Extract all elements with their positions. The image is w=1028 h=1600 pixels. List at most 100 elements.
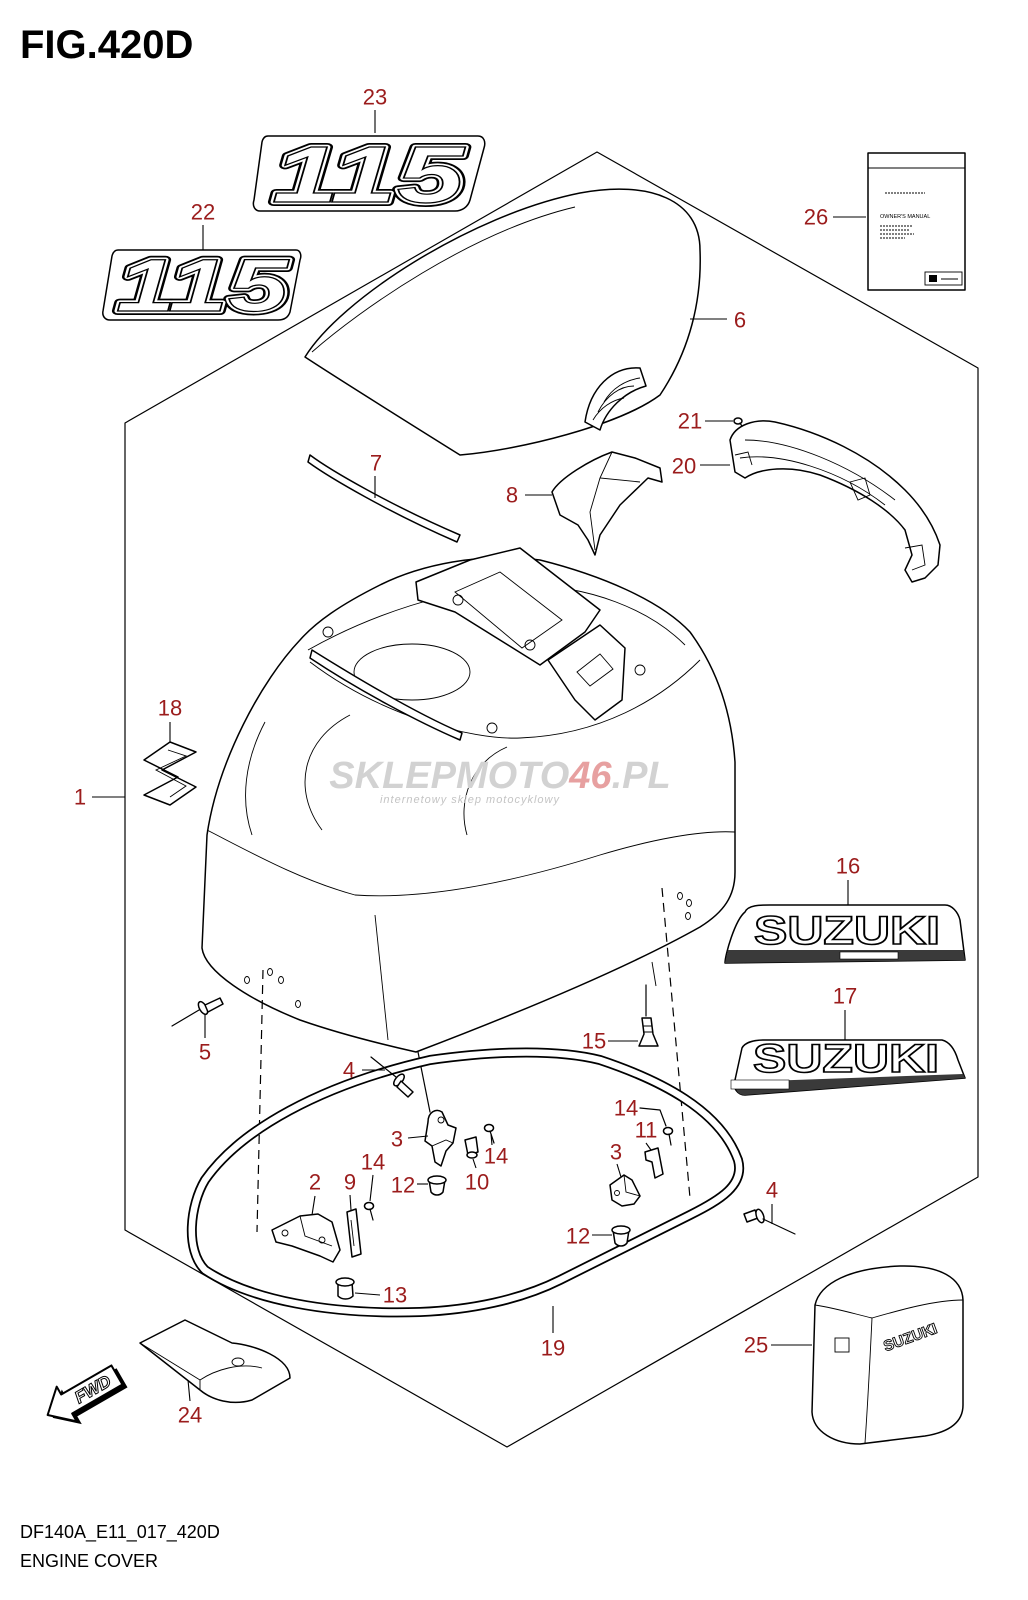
part-7-strip bbox=[307, 454, 461, 543]
decal-outline bbox=[724, 904, 966, 964]
cover-contour bbox=[245, 721, 266, 836]
watermark-number: 46 bbox=[568, 755, 612, 797]
part-26-owners-manual: OWNER'S MANUAL bbox=[867, 152, 966, 291]
handle-mount bbox=[904, 544, 926, 571]
grommet-flange bbox=[611, 1225, 631, 1235]
small-cover-edge bbox=[589, 477, 601, 551]
part-6-top-cover bbox=[304, 188, 701, 456]
callout-14-left: 14 bbox=[361, 1150, 385, 1175]
vent-slot bbox=[592, 397, 625, 421]
part-2-bracket bbox=[271, 1213, 341, 1263]
callout-6: 6 bbox=[734, 308, 746, 333]
callout-10: 10 bbox=[465, 1170, 489, 1195]
part-15-clip bbox=[638, 1017, 659, 1047]
pad-hole bbox=[231, 1357, 245, 1367]
part-22-decal-115: 115 115 115 bbox=[102, 240, 302, 331]
bag-fold bbox=[864, 1317, 873, 1444]
assembly-frame bbox=[124, 151, 979, 1448]
decal-logo-mark bbox=[730, 1079, 790, 1090]
part-13-grommet bbox=[335, 1277, 355, 1300]
plate-slot bbox=[350, 1219, 355, 1247]
part-3-bracket-right bbox=[609, 1174, 641, 1207]
decal-outline bbox=[252, 135, 486, 212]
screw-head bbox=[363, 1201, 375, 1211]
fastener-hole bbox=[267, 968, 273, 976]
bag-top-edge bbox=[814, 1299, 964, 1319]
callout-4-right: 4 bbox=[766, 1178, 778, 1203]
leader-2 bbox=[311, 1195, 316, 1216]
leader-14-mid bbox=[490, 1133, 493, 1146]
cover-deck-edge bbox=[309, 659, 701, 739]
decal-text: 115 bbox=[272, 130, 466, 219]
figure-title: FIG.420D bbox=[20, 23, 193, 67]
decal-text-gap: 115 bbox=[272, 130, 466, 219]
callout-3-right: 3 bbox=[610, 1140, 622, 1165]
decal-stripe bbox=[735, 1074, 965, 1095]
manual-title: OWNER'S MANUAL bbox=[880, 214, 930, 220]
emblem-shape bbox=[143, 741, 197, 806]
part-5-rivet bbox=[171, 997, 224, 1027]
callout-14-mid: 14 bbox=[484, 1144, 508, 1169]
callout-15: 15 bbox=[582, 1029, 606, 1054]
watermark-brand: SKLEPMOTO bbox=[329, 755, 569, 797]
leader-lines bbox=[92, 110, 866, 1402]
callout-16: 16 bbox=[836, 854, 860, 879]
collar-end bbox=[466, 1151, 478, 1159]
screw-head bbox=[483, 1123, 495, 1133]
cover-groove bbox=[309, 649, 463, 741]
part-11-clip bbox=[644, 1147, 664, 1179]
callout-19: 19 bbox=[541, 1336, 565, 1361]
decal-outline bbox=[102, 249, 302, 321]
arrow-body bbox=[46, 1364, 124, 1423]
breather-chimney bbox=[547, 624, 626, 721]
callout-21: 21 bbox=[678, 409, 702, 434]
part-12-grommet-right bbox=[611, 1225, 631, 1247]
bracket-shape bbox=[424, 1109, 457, 1167]
callout-26: 26 bbox=[804, 205, 828, 230]
bracket-shape bbox=[271, 1213, 341, 1263]
leader-11 bbox=[645, 1142, 652, 1151]
screw-shank bbox=[489, 1130, 495, 1144]
callouts: 23 22 26 6 21 7 20 8 18 1 16 17 5 15 4 1… bbox=[74, 85, 860, 1428]
callout-24: 24 bbox=[178, 1403, 202, 1428]
figure-code: DF140A_E11_017_420D bbox=[20, 1522, 220, 1543]
screw-shank bbox=[668, 1133, 672, 1146]
collar-shape bbox=[464, 1136, 479, 1156]
decal-text: 115 bbox=[116, 244, 291, 327]
handle-shape bbox=[729, 420, 941, 583]
watermark-text: SKLEPMOTO46.PL bbox=[329, 755, 670, 797]
part-12-grommet-left bbox=[427, 1175, 447, 1196]
callout-20: 20 bbox=[672, 454, 696, 479]
part-14-screw-b bbox=[363, 1201, 375, 1221]
rivet-head bbox=[755, 1208, 765, 1224]
plate-shape bbox=[346, 1208, 362, 1258]
part-25-engine-cover-bag: SUZUKI bbox=[811, 1265, 964, 1445]
manual-logo-icon bbox=[929, 275, 937, 282]
mount-hole bbox=[452, 594, 464, 606]
part-4-rivet-left bbox=[370, 1056, 414, 1098]
leader-10 bbox=[472, 1158, 477, 1169]
leader-14-right bbox=[639, 1107, 667, 1127]
fastener-hole bbox=[244, 976, 250, 984]
part-23-decal-115: 115 115 115 bbox=[252, 126, 486, 223]
part-3-bracket-left bbox=[424, 1109, 457, 1167]
cover-contour bbox=[304, 714, 351, 831]
vent-panel bbox=[584, 367, 647, 431]
mount-hole bbox=[524, 639, 536, 651]
fastener-hole bbox=[295, 1000, 301, 1008]
part-17-suzuki-decal: SUZUKI bbox=[730, 1036, 966, 1096]
air-intake bbox=[353, 643, 471, 701]
handle-rib bbox=[739, 456, 886, 506]
handle-rib bbox=[744, 439, 896, 501]
part-1-engine-cover bbox=[201, 547, 736, 1053]
part-24-pad bbox=[139, 1319, 291, 1404]
intake-frame bbox=[415, 547, 601, 666]
clip-ribs bbox=[643, 1025, 653, 1033]
cover-crease bbox=[206, 829, 736, 897]
part-14-screw-a bbox=[483, 1123, 495, 1144]
part-14-screw-c bbox=[662, 1126, 674, 1146]
callout-14-right: 14 bbox=[614, 1096, 638, 1121]
top-cover-edge bbox=[311, 206, 576, 353]
callout-18: 18 bbox=[158, 696, 182, 721]
callout-9: 9 bbox=[344, 1170, 356, 1195]
